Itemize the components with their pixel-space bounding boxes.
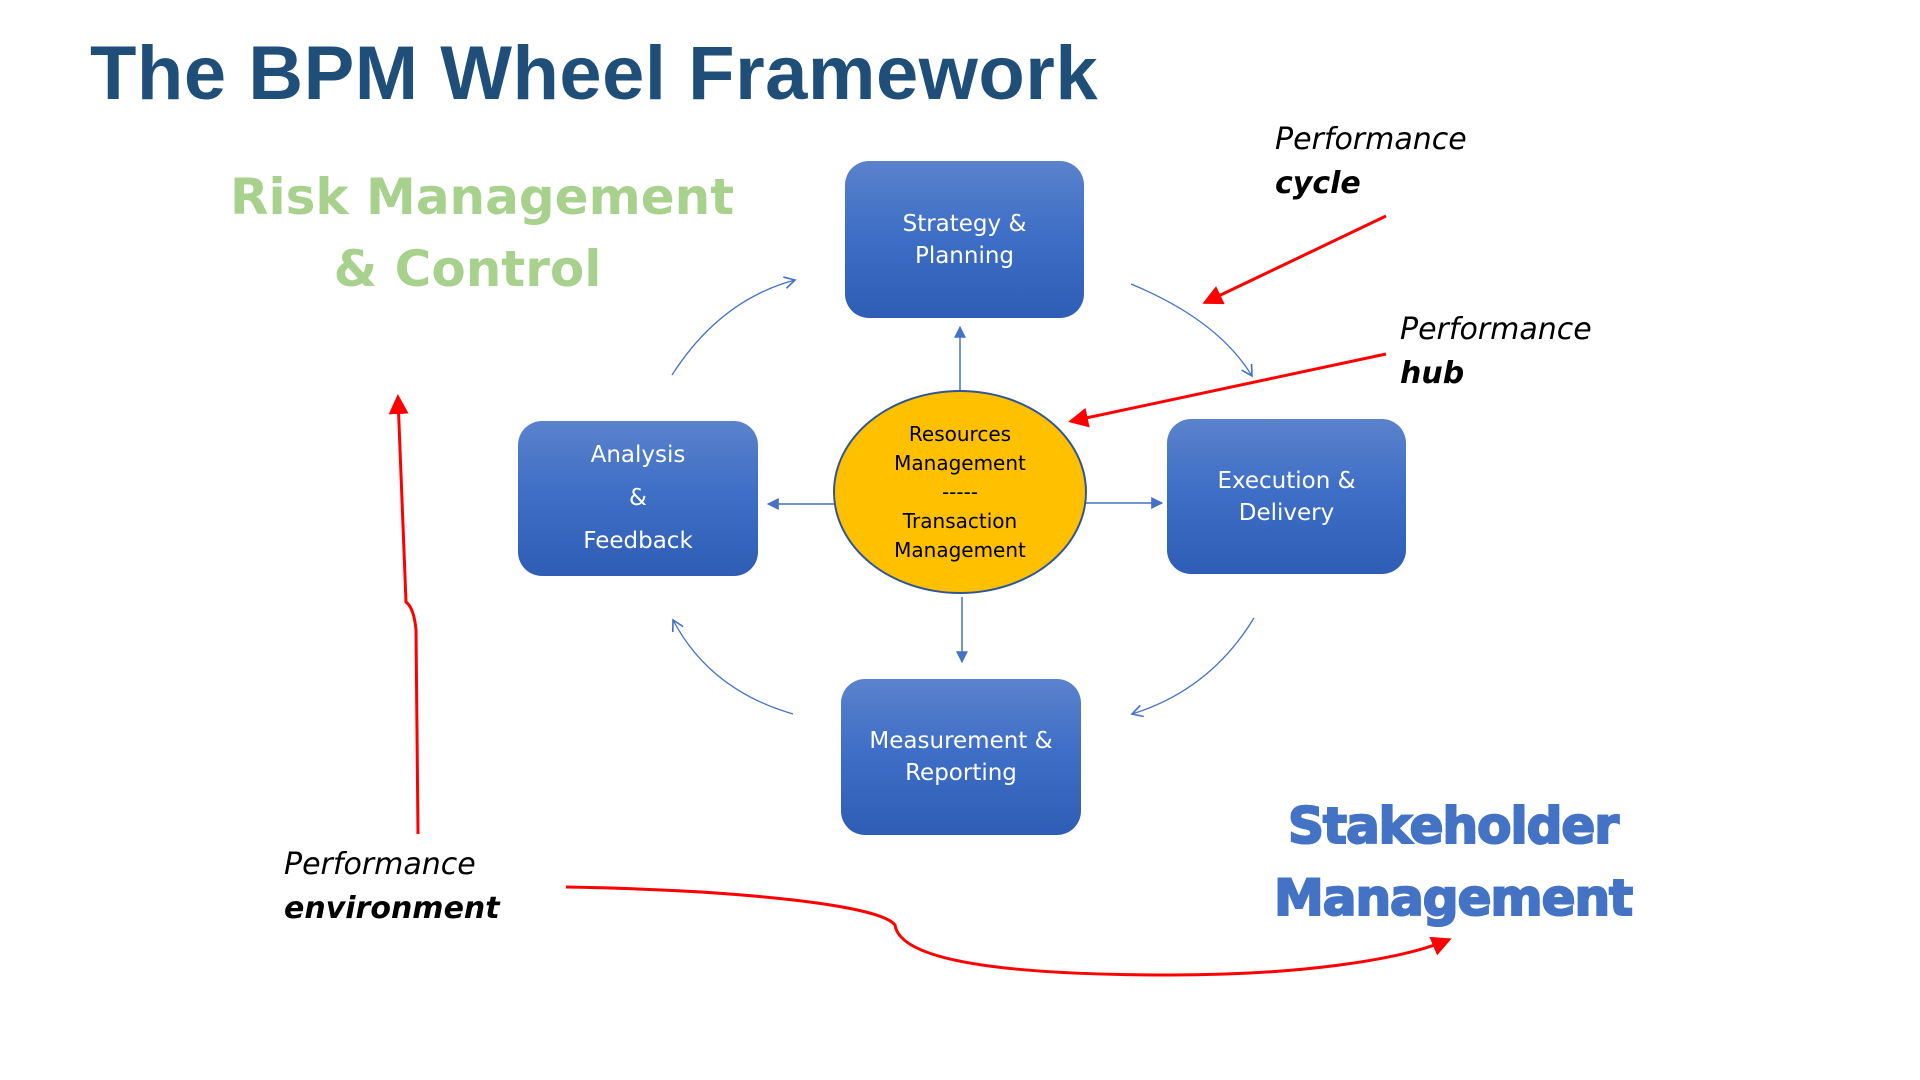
- annotation-performance-cycle: Performance cycle: [1275, 118, 1467, 206]
- annotation-cycle-line2: cycle: [1275, 166, 1361, 201]
- annotation-performance-hub: Performance hub: [1400, 308, 1592, 396]
- hub-line3: Transaction: [902, 508, 1018, 533]
- performance-hub-ellipse[interactable]: Resources Management ----- Transaction M…: [833, 390, 1087, 594]
- measurement-line2: Reporting: [905, 760, 1017, 786]
- stakeholder-management-line2: Management: [1193, 862, 1713, 934]
- annotation-environment-line2: environment: [284, 891, 500, 926]
- strategy-line2: Planning: [914, 242, 1015, 269]
- arrow-performance-environment-up: [388, 394, 420, 835]
- execution-delivery-box[interactable]: Execution & Delivery: [1167, 419, 1406, 574]
- arrow-performance-environment-right: [565, 885, 1452, 977]
- analysis-line3: Feedback: [583, 528, 693, 554]
- cycle-arc-measurement-to-analysis: [671, 618, 794, 715]
- hub-line1: Resources: [908, 421, 1012, 446]
- analysis-feedback-box[interactable]: Analysis & Feedback: [518, 421, 758, 576]
- analysis-line1: Analysis: [590, 442, 686, 468]
- annotation-environment-line1: Performance: [284, 847, 476, 882]
- strategy-planning-box[interactable]: Strategy & Planning: [845, 161, 1084, 318]
- cycle-arc-analysis-to-strategy: [671, 276, 797, 376]
- slide-title: The BPM Wheel Framework: [90, 31, 1099, 116]
- annotation-cycle-line1: Performance: [1275, 122, 1467, 157]
- hub-line2: Management: [894, 450, 1026, 475]
- cycle-arc-execution-to-measurement: [1130, 617, 1255, 718]
- stakeholder-management-line1: Stakeholder: [1193, 790, 1713, 862]
- execution-line1: Execution &: [1217, 467, 1356, 494]
- hub-line4: Management: [894, 537, 1026, 562]
- annotation-hub-line2: hub: [1400, 356, 1465, 391]
- cycle-arc-strategy-to-execution: [1130, 283, 1253, 378]
- measurement-reporting-box[interactable]: Measurement & Reporting: [841, 679, 1081, 835]
- execution-line2: Delivery: [1238, 499, 1335, 526]
- annotation-hub-line1: Performance: [1400, 312, 1592, 347]
- hub-separator: -----: [941, 479, 979, 504]
- risk-management-line1: Risk Management: [230, 168, 735, 226]
- strategy-line1: Strategy &: [902, 210, 1027, 237]
- analysis-line2: &: [629, 485, 647, 511]
- arrow-performance-cycle: [1202, 214, 1387, 305]
- measurement-line1: Measurement &: [869, 728, 1053, 754]
- annotation-performance-environment: Performance environment: [284, 843, 500, 931]
- risk-management-line2: & Control: [333, 240, 602, 298]
- arrow-performance-hub: [1068, 352, 1387, 428]
